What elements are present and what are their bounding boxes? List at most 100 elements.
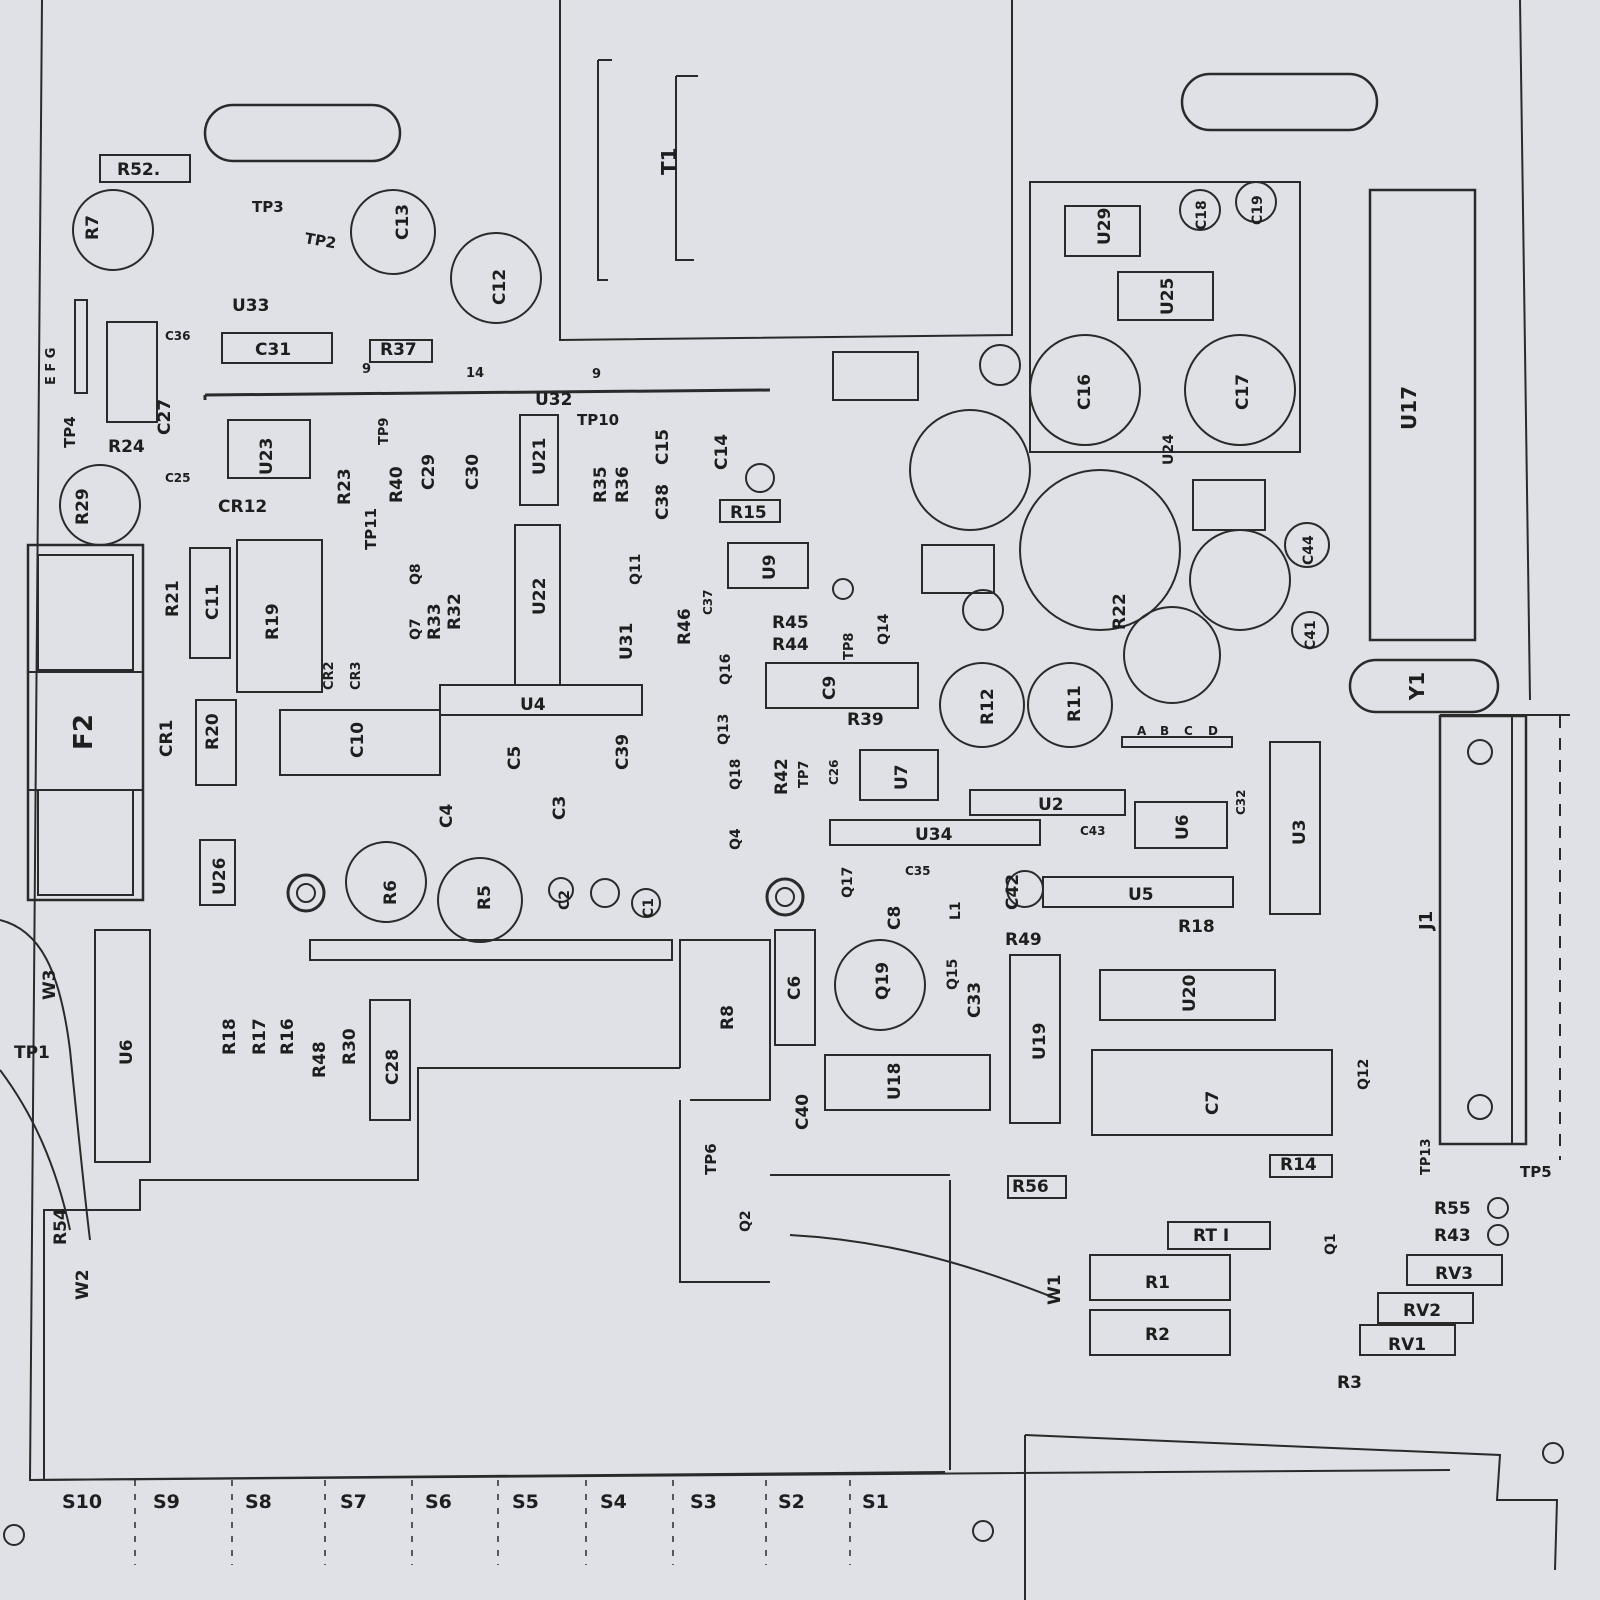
q11-label: Q11: [628, 554, 644, 585]
w3-label: W3: [40, 969, 60, 1000]
c37-label: C37: [701, 589, 715, 615]
r49-label: R49: [1005, 930, 1042, 950]
r15-body: [719, 499, 781, 523]
tp10-label: TP10: [577, 411, 619, 429]
wire-w1: [789, 1234, 1061, 1301]
r32-label: R32: [445, 593, 465, 630]
r2-label: R2: [1145, 1325, 1170, 1345]
cr2-label: CR2: [322, 661, 337, 690]
q13-label: Q13: [716, 714, 732, 745]
r14-label: R14: [1280, 1155, 1317, 1175]
r22-label: R22: [1110, 593, 1130, 630]
q19-label: Q19: [873, 962, 893, 1000]
jumper-a: A: [1137, 724, 1147, 738]
u6b-label: U6: [117, 1039, 137, 1065]
c13-label: C13: [393, 204, 413, 240]
tp6-label: TP6: [702, 1143, 720, 1175]
u24-label: U24: [1161, 434, 1177, 465]
u26-label: U26: [210, 858, 230, 895]
pin-9a: 9: [362, 362, 371, 377]
c7-label: C7: [1203, 1091, 1223, 1115]
r18b-label: R18: [1178, 917, 1215, 937]
r42-label: R42: [772, 758, 792, 795]
r24-label: R24: [108, 437, 145, 457]
switch-label-s6: S6: [425, 1491, 452, 1513]
u31-label: U31: [617, 623, 637, 660]
tp1-label: TP1: [14, 1043, 50, 1063]
c17-label: C17: [1233, 374, 1253, 410]
mounting-slot-top-right: [1180, 72, 1379, 132]
cr12-label: CR12: [218, 497, 267, 517]
crystal-y1: [1348, 658, 1500, 714]
board-outline: [28, 0, 1570, 1600]
r43-label: R43: [1434, 1226, 1471, 1246]
rv1-label: RV1: [1388, 1335, 1426, 1355]
c12-label: C12: [490, 269, 510, 305]
rt1-label: RT I: [1193, 1226, 1229, 1246]
tp3-label: TP3: [252, 198, 284, 216]
u17-label: U17: [1397, 386, 1421, 430]
u34-label: U34: [915, 825, 953, 845]
r35-label: R35: [591, 466, 611, 503]
u20-label: U20: [1180, 974, 1200, 1012]
c41-label: C41: [1303, 620, 1319, 650]
c3-label: C3: [550, 796, 570, 820]
u22-label: U22: [530, 578, 550, 615]
c26-label: C26: [827, 759, 841, 785]
c4-label: C4: [437, 804, 457, 828]
q2-label: Q2: [738, 1210, 754, 1232]
rv2-label: RV2: [1403, 1301, 1441, 1321]
c8-label: C8: [885, 906, 905, 930]
r12-label: R12: [978, 688, 998, 725]
switch-label-s1: S1: [862, 1491, 889, 1513]
c10-label: C10: [348, 722, 368, 758]
u4-label: U4: [520, 695, 546, 715]
tp9-label: TP9: [377, 418, 392, 445]
c44-label: C44: [1301, 535, 1317, 565]
r29-label: R29: [73, 488, 93, 525]
w2-label: W2: [73, 1269, 93, 1300]
r18-label: R18: [220, 1018, 240, 1055]
c42-label: C42: [1003, 874, 1023, 910]
u9-label: U9: [760, 554, 780, 580]
c25-label: C25: [165, 471, 191, 485]
q14-label: Q14: [876, 613, 892, 645]
r44-label: R44: [772, 635, 809, 655]
c19-label: C19: [1250, 195, 1266, 225]
q1-label: Q1: [1323, 1233, 1339, 1255]
switch-label-s10: S10: [62, 1491, 102, 1513]
transformer-t1: T1: [597, 59, 698, 281]
tp11-label: TP11: [362, 508, 380, 550]
round-components: [59, 181, 1509, 1246]
c40-label: C40: [793, 1094, 813, 1130]
c31-label: C31: [255, 340, 291, 360]
c5-label: C5: [505, 746, 525, 770]
tp4-label: TP4: [61, 416, 79, 448]
switch-strip: [29, 1471, 946, 1481]
switch-label-s4: S4: [600, 1491, 627, 1513]
c18-label: C18: [1194, 200, 1210, 230]
mounting-holes: [3, 873, 1564, 1546]
tp8-label: TP8: [842, 633, 857, 660]
c15-label: C15: [653, 429, 673, 465]
cr1-label: CR1: [157, 720, 177, 757]
q7-label: Q7: [408, 618, 424, 640]
r3-label: R3: [1337, 1373, 1362, 1393]
u18-label: U18: [885, 1063, 905, 1100]
r14-body: [1269, 1154, 1333, 1178]
c27-label: C27: [155, 399, 175, 435]
c2-label: C2: [557, 890, 573, 910]
tp5-label: TP5: [1520, 1163, 1552, 1181]
c35-label: C35: [905, 864, 931, 878]
c30-label: C30: [463, 454, 483, 490]
q18-label: Q18: [728, 759, 744, 790]
q17-label: Q17: [840, 867, 856, 898]
u33-label: U33: [232, 296, 269, 316]
mounting-slot-top-left: [203, 103, 402, 163]
r7-label: R7: [83, 215, 103, 240]
ic-bodies: [74, 181, 1503, 1356]
l1-label: L1: [948, 901, 964, 920]
jumper-c: C: [1184, 724, 1193, 738]
